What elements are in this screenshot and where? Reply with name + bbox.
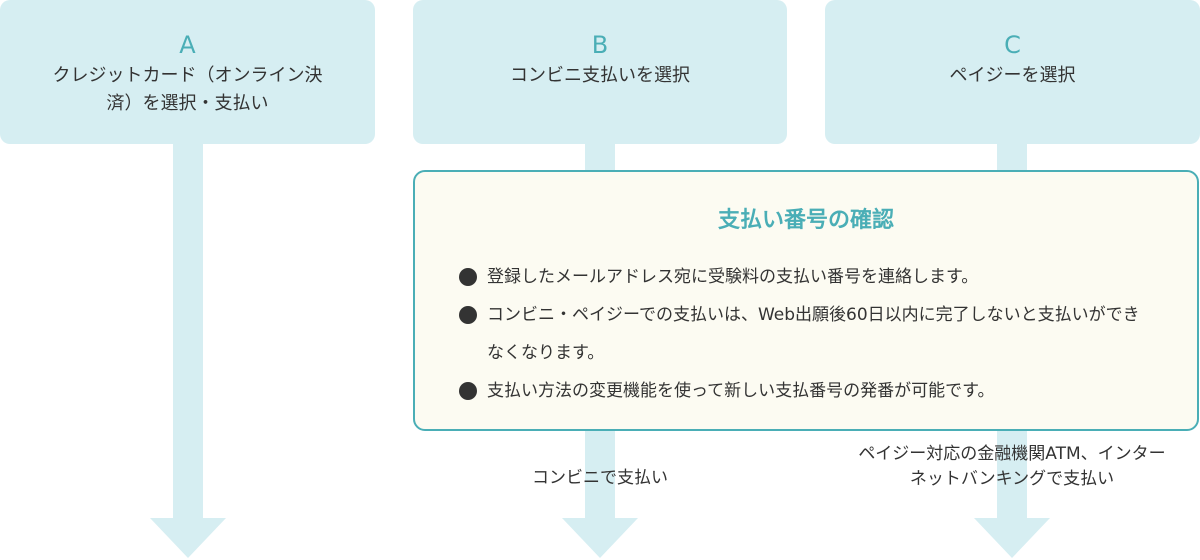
- bullet-text: コンビニ・ペイジーでの支払いは、Web出願後60日以内に完了しないと支払いができ…: [487, 305, 1140, 363]
- payment-number-panel: 支払い番号の確認 登録したメールアドレス宛に受験料の支払い番号を連絡します。 コ…: [413, 170, 1199, 431]
- bullet-dot-icon: [459, 382, 477, 400]
- option-label: コンビニ支払いを選択: [510, 65, 690, 86]
- panel-title: 支払い番号の確認: [717, 208, 894, 233]
- option-box-a: A クレジットカード（オンライン決済）を選択・支払い: [0, 0, 375, 144]
- option-box-b: B コンビニ支払いを選択: [413, 0, 787, 144]
- bullet-text: 支払い方法の変更機能を使って新しい支払番号の発番が可能です。: [487, 381, 995, 401]
- option-letter: A: [179, 31, 196, 59]
- bullet-dot-icon: [459, 268, 477, 286]
- option-letter: C: [1004, 31, 1021, 59]
- option-letter: B: [591, 31, 609, 59]
- option-label: ペイジーを選択: [949, 65, 1076, 86]
- bullet-item: 登録したメールアドレス宛に受験料の支払い番号を連絡します。: [459, 258, 1167, 296]
- bullet-list: 登録したメールアドレス宛に受験料の支払い番号を連絡します。 コンビニ・ペイジーで…: [459, 258, 1167, 410]
- option-box-c: C ペイジーを選択: [825, 0, 1200, 144]
- outcome-label-b: コンビニで支払い: [532, 468, 668, 488]
- arrowhead-b-icon: [562, 518, 638, 558]
- outcome-label-c: ペイジー対応の金融機関ATM、インターネットバンキングで支払い: [858, 444, 1166, 489]
- arrowhead-c-icon: [974, 518, 1050, 558]
- option-label: クレジットカード（オンライン決済）を選択・支払い: [52, 65, 323, 114]
- bullet-dot-icon: [459, 306, 477, 324]
- bullet-item: コンビニ・ペイジーでの支払いは、Web出願後60日以内に完了しないと支払いができ…: [459, 296, 1167, 372]
- bullet-item: 支払い方法の変更機能を使って新しい支払番号の発番が可能です。: [459, 372, 1167, 410]
- flow-stem-a: [173, 140, 203, 520]
- arrowhead-a-icon: [150, 518, 226, 558]
- bullet-text: 登録したメールアドレス宛に受験料の支払い番号を連絡します。: [487, 267, 979, 287]
